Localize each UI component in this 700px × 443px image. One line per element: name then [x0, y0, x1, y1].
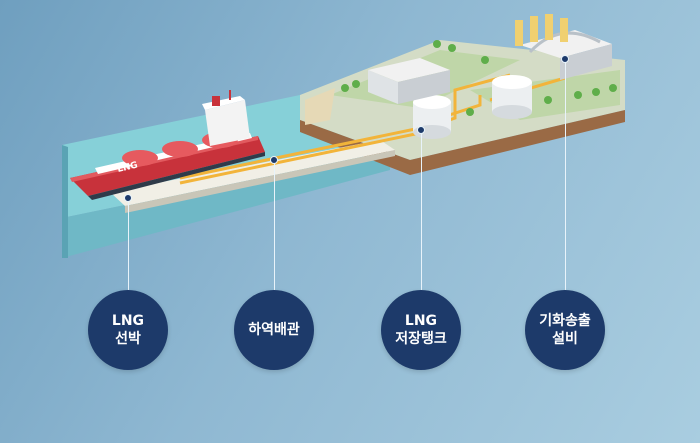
callout-unloading-pipe-line1: 하역배관 — [248, 322, 300, 338]
callout-storage-tank-line1: LNG — [404, 313, 438, 329]
callout-unloading-pipe[interactable]: 하역배관 — [234, 290, 314, 370]
callout-storage-tank[interactable]: LNG 저장탱크 — [381, 290, 461, 370]
leader-line-storage-tank — [421, 130, 422, 290]
anchor-dot-ship — [124, 194, 132, 202]
leader-line-vaporizer — [565, 60, 566, 290]
callout-vaporizer[interactable]: 기화송출 설비 — [525, 290, 605, 370]
leader-line-ship — [128, 198, 129, 290]
callout-lng-ship[interactable]: LNG 선박 — [88, 290, 168, 370]
callout-vaporizer-line1: 기화송출 — [539, 313, 591, 329]
leader-line-unloading-pipe — [274, 160, 275, 290]
jetty — [110, 126, 421, 213]
anchor-dot-storage-tank — [417, 126, 425, 134]
callout-vaporizer-line2: 설비 — [552, 331, 578, 347]
anchor-dot-unloading-pipe — [270, 156, 278, 164]
vaporizer-towers — [515, 14, 568, 46]
storage-tanks — [413, 75, 532, 139]
callout-storage-tank-line2: 저장탱크 — [395, 331, 447, 347]
callout-lng-ship-line2: 선박 — [115, 331, 141, 347]
anchor-dot-vaporizer — [561, 55, 569, 63]
ship-hull-lettering: LNG — [116, 161, 138, 175]
trees — [341, 40, 617, 116]
callout-lng-ship-line1: LNG — [111, 313, 145, 329]
lng-ship — [70, 90, 265, 200]
warehouses — [368, 30, 612, 104]
